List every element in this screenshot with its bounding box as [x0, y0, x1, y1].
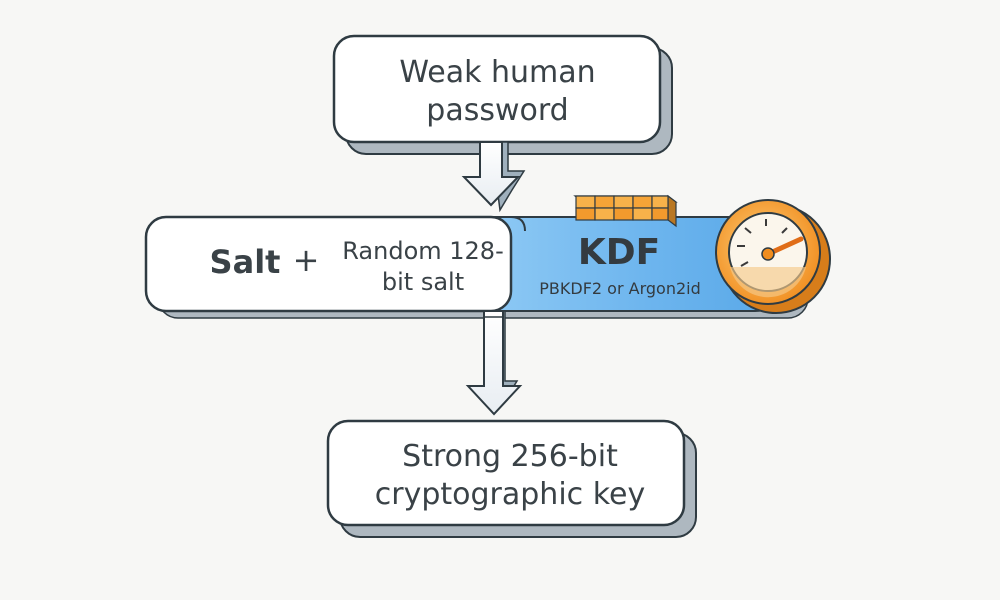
input-password-label: Weak human password — [399, 55, 596, 128]
output-key-label: Strong 256-bit cryptographic key — [374, 439, 646, 512]
memory-grid-icon — [573, 194, 678, 228]
down-arrow-icon — [465, 310, 523, 416]
random-salt-label: Random 128-bit salt — [342, 237, 504, 296]
salt-label: Salt — [209, 243, 281, 281]
kdf-algorithm-label: PBKDF2 or Argon2id — [539, 279, 701, 298]
output-key-box — [326, 419, 697, 538]
input-password-box — [332, 34, 673, 155]
speedometer-gauge-icon — [715, 199, 831, 314]
down-arrow-icon — [461, 141, 526, 213]
plus-sign: + — [292, 241, 320, 279]
kdf-title: KDF — [577, 232, 661, 273]
